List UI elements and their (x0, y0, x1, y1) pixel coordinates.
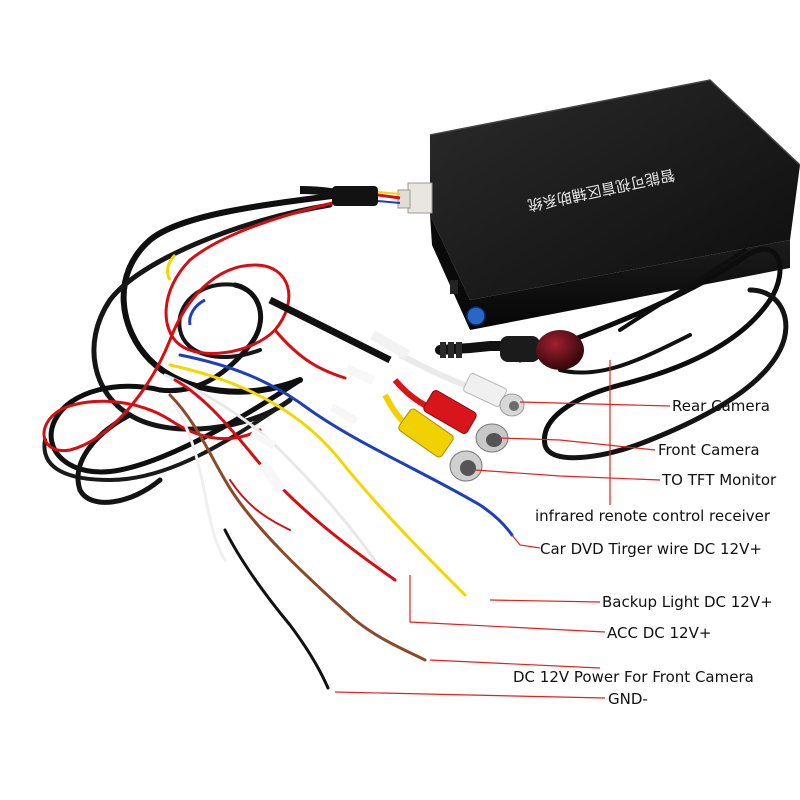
label-rear-camera: Rear Camera (672, 397, 770, 415)
callout-line-front-cam-power (429, 659, 601, 669)
signal-wires (163, 353, 514, 690)
rca-yellow-connector (382, 393, 483, 482)
label-acc: ACC DC 12V+ (607, 624, 712, 642)
av-cable (268, 296, 392, 364)
callout-line-rear-camera (519, 401, 671, 407)
control-box (397, 79, 800, 330)
label-front-cam-power: DC 12V Power For Front Camera (513, 668, 754, 686)
av-cable-band (370, 330, 410, 360)
label-tft-monitor: TO TFT Monitor (662, 471, 777, 489)
ir-cable (517, 246, 789, 461)
callout-line-tft-monitor (474, 469, 661, 481)
wire-tags (249, 364, 376, 494)
label-ir-receiver: infrared renote control receiver (535, 507, 771, 525)
label-gnd: GND- (608, 690, 648, 708)
callout-line-acc (409, 575, 606, 633)
label-dvd-trigger: Car DVD Tirger wire DC 12V+ (540, 540, 762, 558)
black-cable-bundle (42, 192, 343, 505)
yellow-wire-stub (166, 253, 177, 281)
label-backup-light: Backup Light DC 12V+ (602, 593, 773, 611)
callout-line-front-camera (499, 437, 656, 451)
rca-white-connector (398, 352, 525, 417)
ir-receiver-plug (435, 330, 584, 370)
callout-line-backup-light (489, 599, 601, 603)
callout-lines (334, 360, 671, 699)
harness (299, 186, 401, 206)
callout-line-gnd (334, 691, 606, 699)
rca-red-connector (392, 378, 509, 453)
callout-line-dvd-trigger (511, 534, 541, 549)
label-front-camera: Front Camera (658, 441, 760, 459)
blue-wire-stub (188, 298, 206, 326)
red-wire (42, 198, 347, 452)
